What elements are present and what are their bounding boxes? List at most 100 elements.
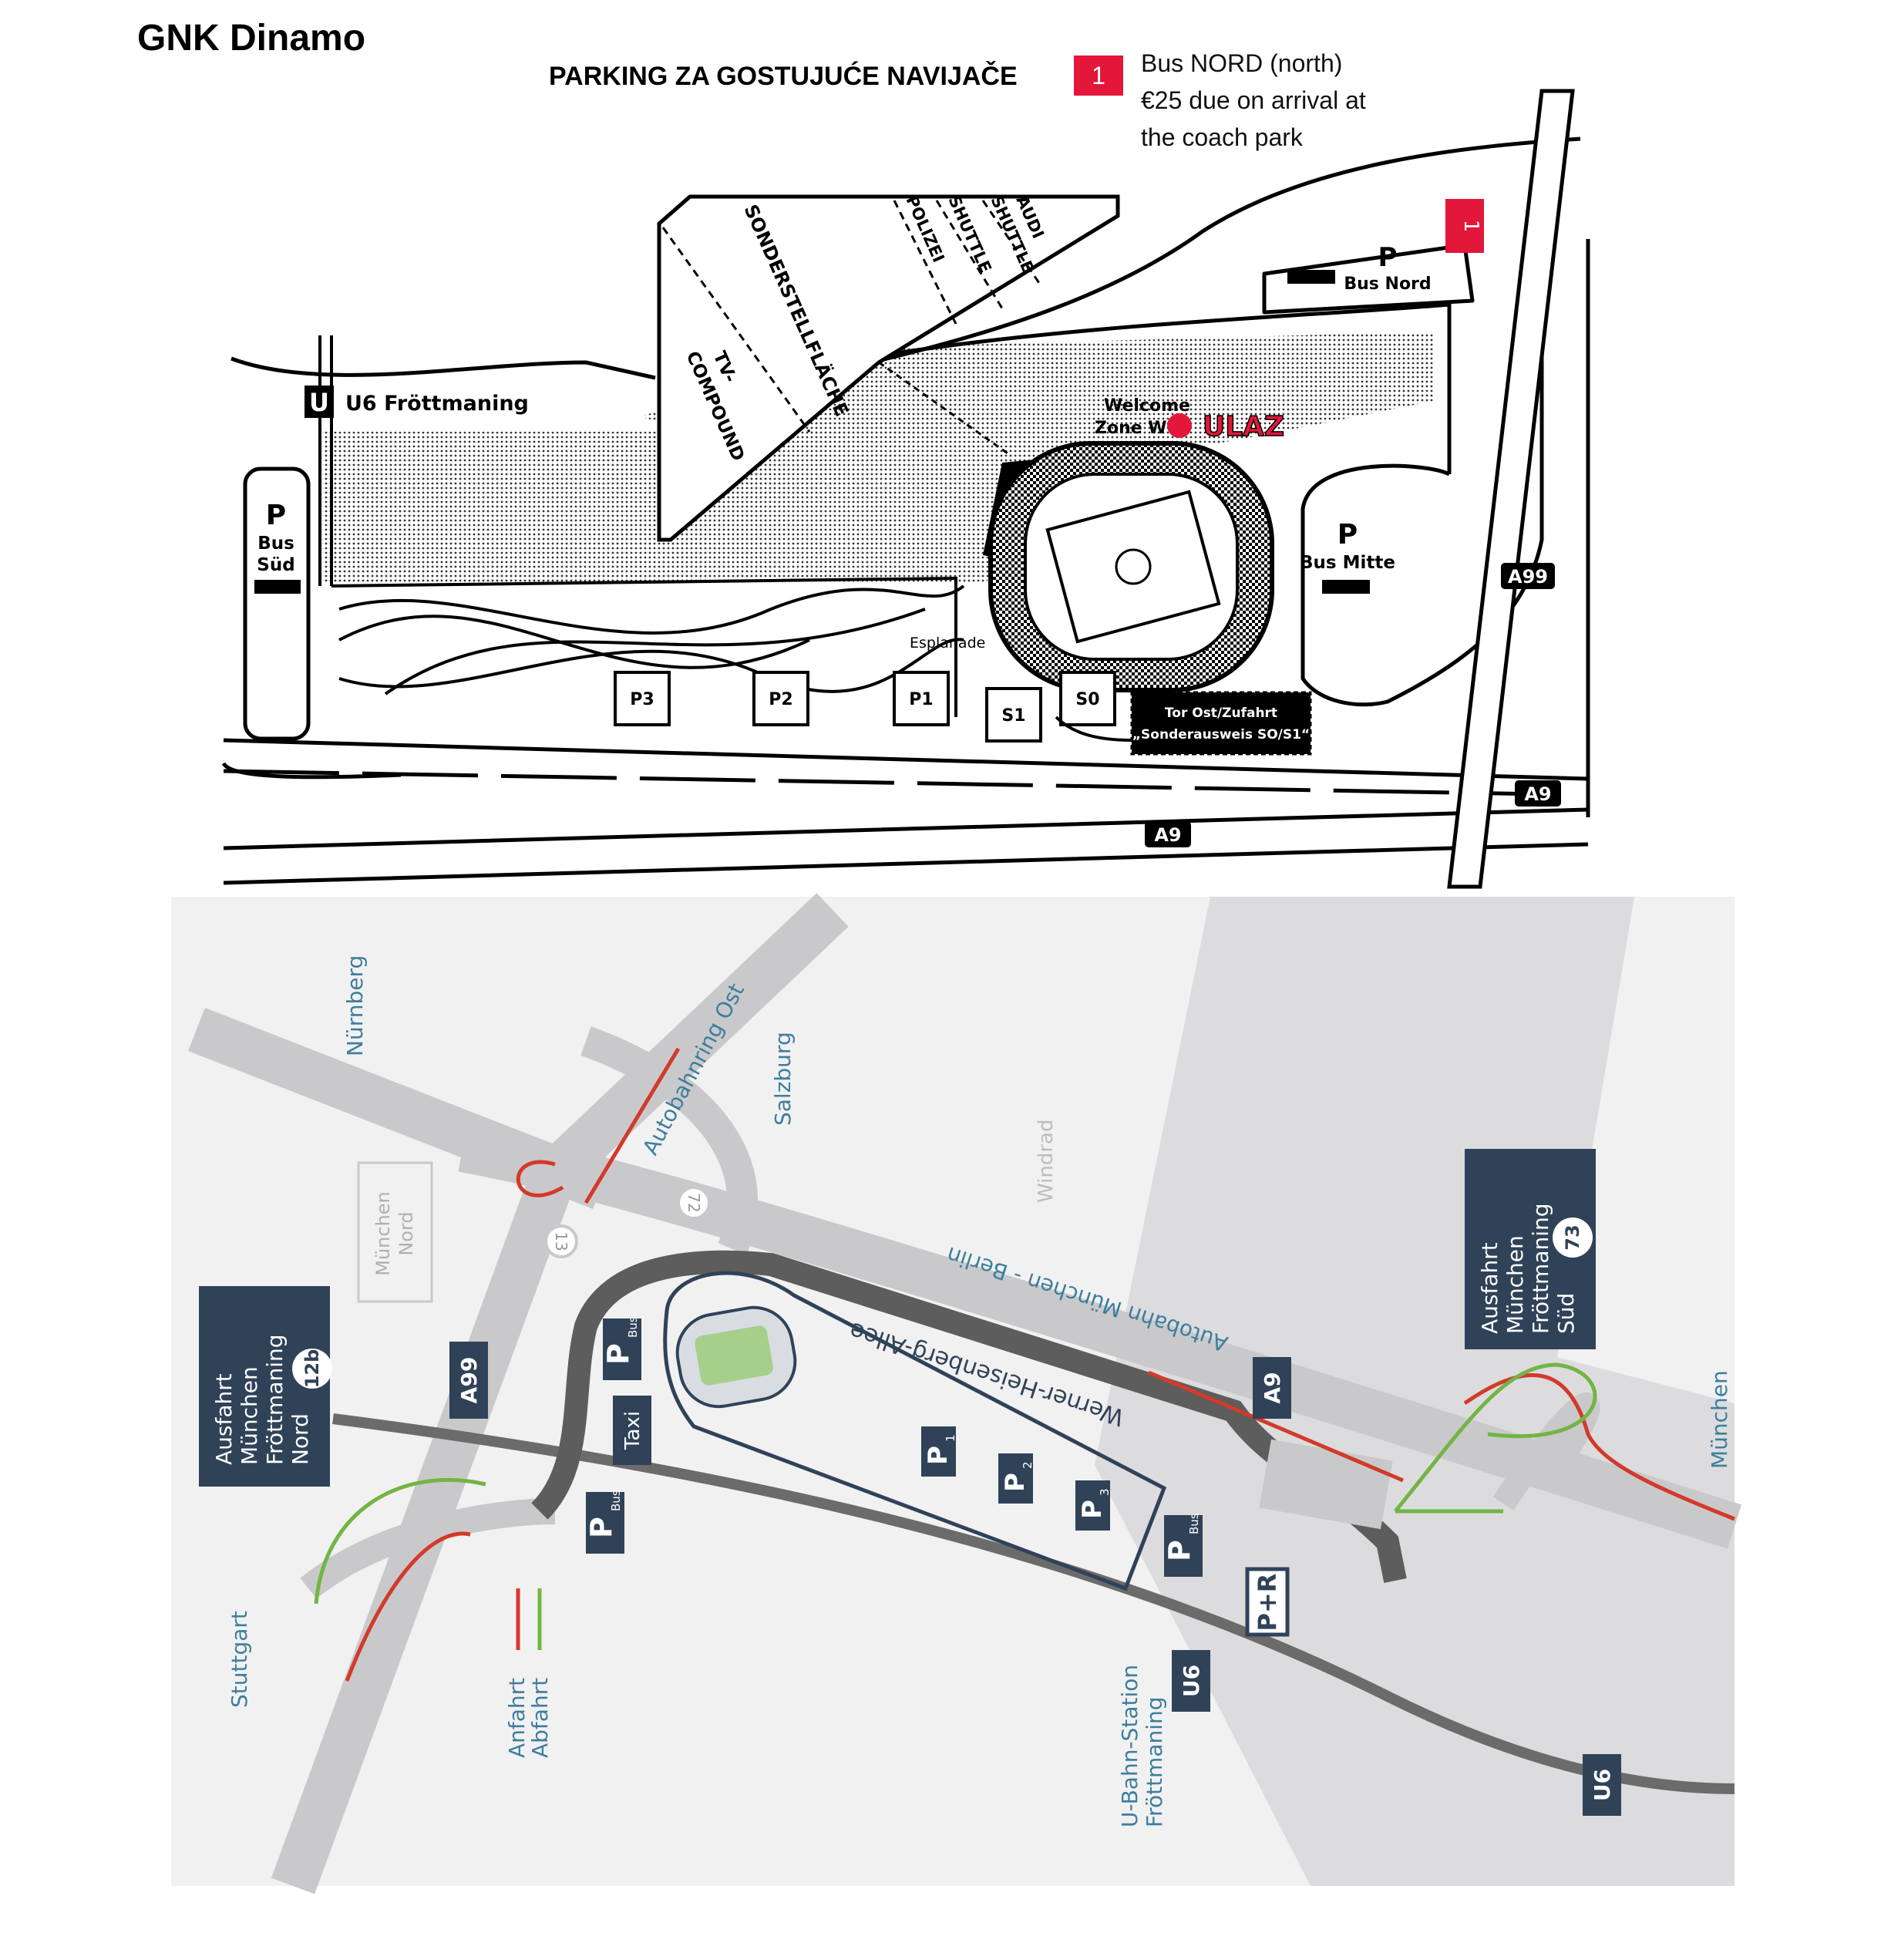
page-title: GNK Dinamo <box>137 18 366 59</box>
road-south-frontage <box>221 738 1589 781</box>
exit-13-circle <box>544 1224 578 1258</box>
a9-sign-label: A9 <box>1260 1372 1285 1403</box>
highway-a9 <box>458 1126 1742 1549</box>
a9-sign <box>1253 1357 1291 1419</box>
u6-station-label: U6 Fröttmaning <box>345 392 529 416</box>
ramp-east <box>1492 1393 1600 1510</box>
p2-sign: P 2 <box>998 1453 1035 1504</box>
sonderstellflaeche-area <box>657 194 1120 542</box>
a9-bottom-badge: A9 <box>1154 824 1181 846</box>
bus-nord-icon <box>1287 270 1335 284</box>
p-and-r-label: P+R <box>1253 1574 1282 1632</box>
red-arrow-east-exit <box>1463 1372 1735 1521</box>
a99-sign-label: A99 <box>456 1357 482 1404</box>
salzburg-label: Salzburg <box>770 1032 796 1126</box>
a9-bottom-badge-box <box>1145 821 1191 847</box>
green-arrow-east <box>1394 1362 1597 1514</box>
bus-nord-marker-number: 1 <box>1459 220 1482 233</box>
ramp-1 <box>580 1026 758 1255</box>
werner-heisenberg-label: Werner-Heisenberg-Allee <box>846 1316 1128 1430</box>
munchen-label: München <box>1707 1370 1732 1469</box>
ubahn-station-label-2: Fröttmaning <box>1142 1696 1167 1827</box>
taxi-sign-label: Taxi <box>621 1411 644 1450</box>
p-bus-east-p: P <box>1163 1540 1196 1561</box>
ausfahrt-sud-sign <box>1465 1149 1596 1349</box>
ramp-2 <box>300 1498 556 1599</box>
bottom-map-labels: Nürnberg Autobahnring Ost Salzburg Autob… <box>227 955 1732 1827</box>
parking-p3-box <box>614 671 671 726</box>
parking-heading: PARKING ZA GOSTUJUĆE NAVIJAČE <box>549 62 1018 91</box>
ausfahrt-sud-line-4: Süd <box>1553 1293 1579 1334</box>
bus-mitte-p: P <box>1337 519 1358 551</box>
ausfahrt-nord-line-4: Nord <box>288 1413 313 1465</box>
exit-13: 13 <box>552 1231 570 1251</box>
ausfahrt-nord-line-1: Ausfahrt <box>211 1373 237 1465</box>
tor-ost-label-1: Tor Ost/Zufahrt <box>1165 706 1277 721</box>
p-bus-north-box <box>603 1318 641 1380</box>
parking-boxes: P3 P2 P1 S1 S0 <box>614 671 1116 743</box>
ubahn-station-label-1: U-Bahn-Station <box>1117 1665 1142 1827</box>
bus-sud-label-1: Bus <box>257 534 294 554</box>
exit-72-circle <box>677 1186 711 1220</box>
bottom-map-background <box>171 897 1735 1886</box>
parking-s1: S1 <box>1001 706 1025 726</box>
welcome-label-1: Welcome <box>1104 396 1190 416</box>
windrad-label: Windrad <box>1035 1120 1058 1203</box>
a99-sign <box>449 1342 488 1419</box>
p-bus-south-sign: P Bus <box>584 1490 624 1554</box>
red-uturn-arrow <box>516 1160 564 1197</box>
parking-s0: S0 <box>1075 690 1099 709</box>
p3-sign: P 3 <box>1075 1480 1112 1531</box>
legend-line-2: €25 due on arrival at <box>1141 86 1366 114</box>
p3-box <box>1075 1480 1110 1531</box>
exit-12b-circle <box>292 1349 332 1389</box>
sonder-dashed-lines <box>661 200 1042 433</box>
munchen-nord-label-1: München <box>372 1191 394 1276</box>
p-bus-east-sub: Bus <box>1187 1513 1201 1534</box>
u6-sign-b <box>1583 1754 1621 1816</box>
exit-72: 72 <box>685 1193 703 1212</box>
bus-sud-parking <box>243 466 311 741</box>
p-bus-south-sub: Bus <box>609 1490 623 1511</box>
road-north-west <box>230 356 656 380</box>
taxi-sign <box>613 1396 651 1465</box>
a9-right-badge-box <box>1515 780 1561 807</box>
stadium-parking-outline <box>663 1271 1167 1591</box>
p-bus-south-p: P <box>584 1517 618 1538</box>
red-arrow-a9 <box>1148 1370 1404 1483</box>
esplanade-label: Esplanade <box>910 635 985 652</box>
legend-line-1: Bus NORD (north) <box>1141 49 1343 77</box>
nurnberg-label: Nürnberg <box>342 955 368 1056</box>
ausfahrt-nord-line-2: München <box>237 1366 262 1465</box>
legend-line-3: the coach park <box>1141 123 1303 151</box>
u6-marker-box <box>305 386 334 418</box>
u6-sign-a <box>1172 1650 1210 1712</box>
ausfahrt-sud-line-3: Fröttmaning <box>1528 1203 1553 1334</box>
red-arrow-entry <box>345 1531 471 1682</box>
parking-p2: P2 <box>769 690 792 709</box>
munchen-nord-box <box>357 1161 433 1303</box>
ausfahrt-nord-sign <box>199 1286 330 1487</box>
p3-sub: 3 <box>1098 1488 1112 1496</box>
highway-nurnberg <box>188 1008 610 1209</box>
sonder-dashed-link <box>878 361 1011 456</box>
esplanade-edge <box>331 576 957 717</box>
bus-nord-parking <box>1262 243 1475 315</box>
bus-nord-p: P <box>1378 242 1398 273</box>
bus-sud-label-2: Süd <box>257 555 294 575</box>
p-bus-east-sign: P Bus <box>1163 1513 1203 1577</box>
bus-sud-icon <box>254 580 301 594</box>
parking-p1-box <box>893 671 950 726</box>
u6-line <box>332 1413 1735 1794</box>
parking-s0-box <box>1059 671 1116 726</box>
a99-badge: A99 <box>1508 566 1548 588</box>
stuttgart-label: Stuttgart <box>227 1611 252 1708</box>
esplanade-path-3 <box>338 608 926 695</box>
stadium-center-circle <box>1115 548 1152 585</box>
tor-ost-box <box>1130 691 1312 756</box>
p-bus-north-p: P <box>601 1343 635 1365</box>
esplanade-path-2 <box>338 638 964 693</box>
highways <box>188 893 1742 1894</box>
red-arrow-autobahnring <box>584 1047 681 1204</box>
u6-sign-a-label: U6 <box>1179 1665 1204 1697</box>
